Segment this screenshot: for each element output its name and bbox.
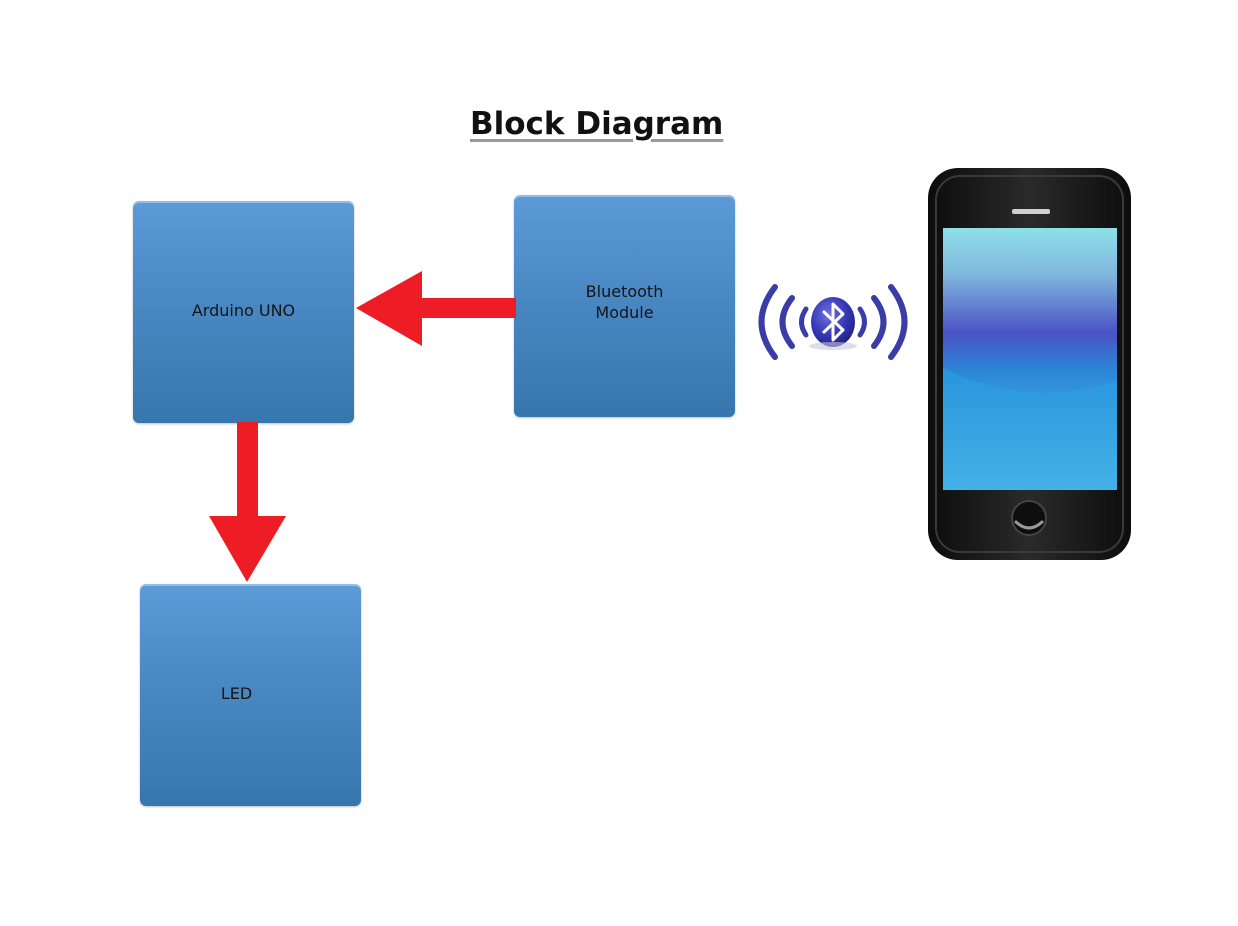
led-block: LED	[140, 584, 361, 806]
bluetooth-module-block: Bluetooth Module	[514, 195, 735, 417]
arrow-bluetooth-to-arduino	[356, 271, 516, 346]
bluetooth-signal-icon	[758, 284, 908, 360]
led-label: LED	[220, 683, 253, 703]
bluetooth-module-label: Bluetooth Module	[585, 282, 664, 322]
diagram-title: Block Diagram	[470, 106, 724, 142]
arrow-arduino-to-led	[209, 422, 286, 582]
smartphone-icon	[928, 168, 1131, 560]
arduino-uno-block: Arduino UNO	[133, 201, 354, 423]
arduino-uno-label: Arduino UNO	[191, 300, 296, 320]
